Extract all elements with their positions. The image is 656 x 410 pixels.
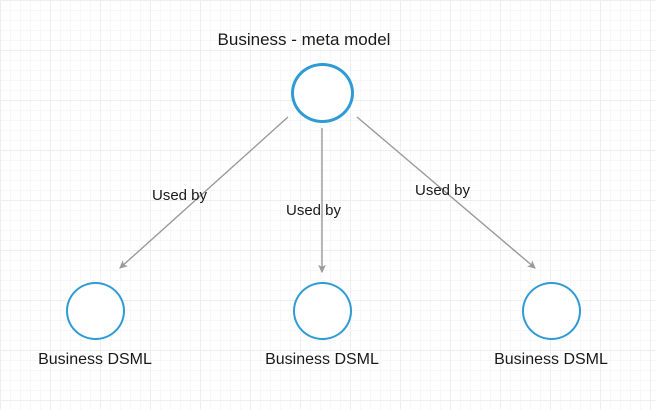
node-business-dsml-1[interactable] <box>66 282 125 340</box>
node-label-business-dsml-3: Business DSML <box>494 351 608 368</box>
node-business-dsml-3[interactable] <box>522 282 581 340</box>
node-business-dsml-2[interactable] <box>293 282 352 340</box>
node-label-business-dsml-2: Business DSML <box>265 351 379 368</box>
edge-left-line <box>119 116 289 269</box>
edge-label-middle: Used by <box>286 202 342 219</box>
edge-label-right: Used by <box>415 182 471 199</box>
node-label-business-dsml-1: Business DSML <box>38 351 152 368</box>
node-business-meta-model[interactable] <box>291 63 354 123</box>
edge-right-line <box>356 116 536 269</box>
edge-label-left: Used by <box>152 187 208 204</box>
page-title: Business - meta model <box>217 30 391 49</box>
